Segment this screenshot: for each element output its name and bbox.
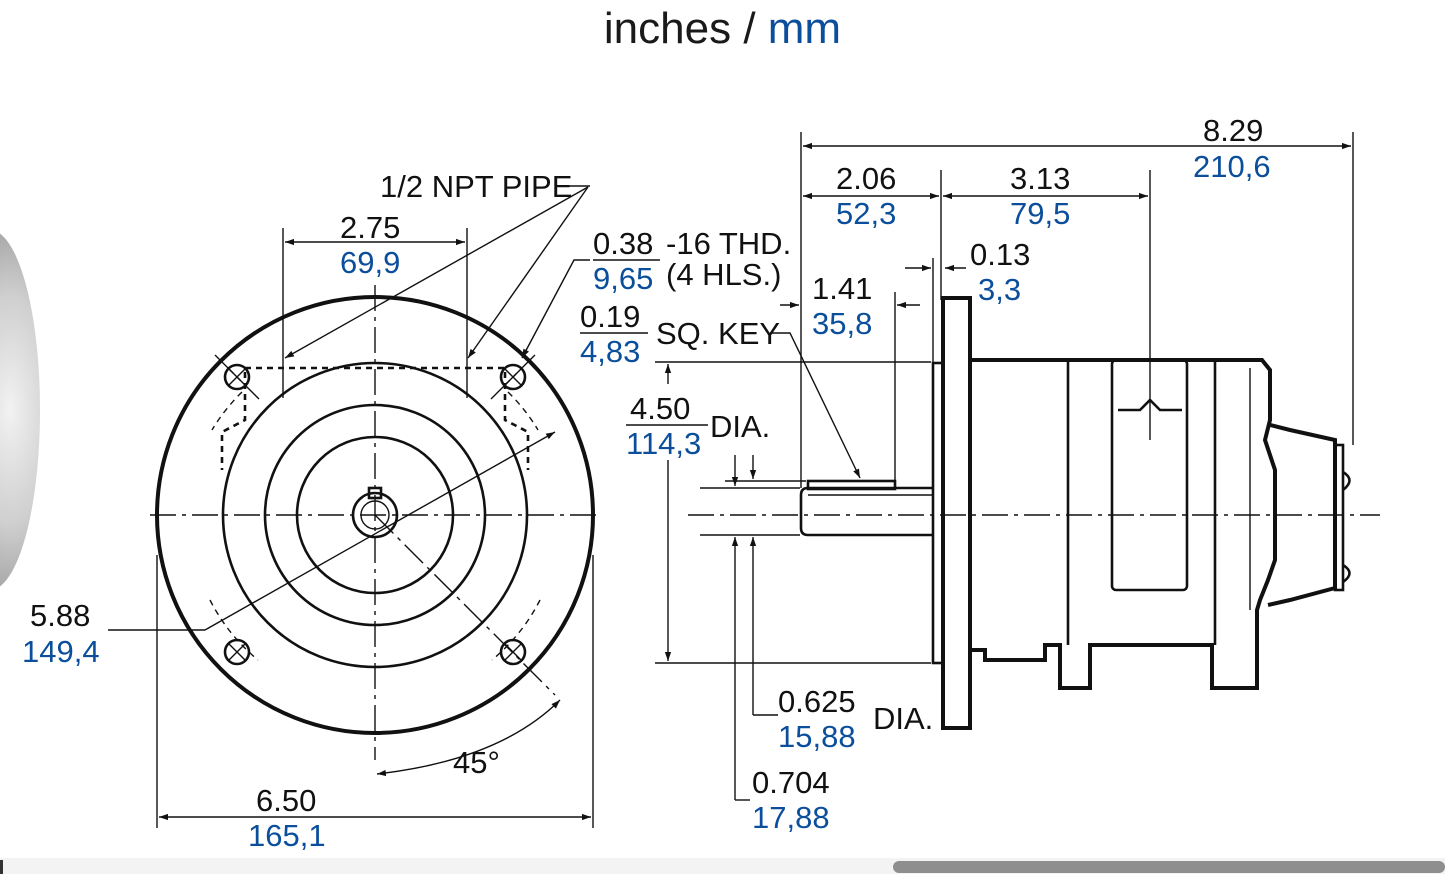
shaft-len-in: 2.06: [836, 161, 896, 196]
holes-label: (4 HLS.): [666, 257, 781, 292]
units-mm: mm: [767, 4, 842, 53]
angle-label: 45°: [453, 745, 500, 780]
units-title: inches / mm: [0, 4, 1445, 54]
key-height-in: 0.704: [752, 765, 830, 800]
side-view: [655, 132, 1380, 801]
pipe-spacing-mm: 69,9: [340, 245, 400, 280]
thread-size-in: 0.38: [593, 226, 653, 261]
units-separator: /: [731, 4, 768, 53]
dimension-labels: 1/2 NPT PIPE 2.75 69,9 0.38 9,65 -16 THD…: [22, 113, 1271, 853]
thread-size-mm: 9,65: [593, 261, 653, 296]
key-size-mm: 4,83: [580, 334, 640, 369]
pipe-label: 1/2 NPT PIPE: [380, 169, 572, 204]
pipe-spacing-in: 2.75: [340, 210, 400, 245]
key-height-mm: 17,88: [752, 800, 830, 835]
bolt-circle-mm: 149,4: [22, 634, 100, 669]
pilot-dia-in: 4.50: [630, 391, 690, 426]
shaft-len-mm: 52,3: [836, 196, 896, 231]
flange-thk-in: 0.13: [970, 237, 1030, 272]
key-len-in: 1.41: [812, 271, 872, 306]
pilot-dia-mm: 114,3: [626, 426, 701, 461]
shaft-dia-label: DIA.: [873, 701, 933, 736]
flange-thk-mm: 3,3: [978, 272, 1021, 307]
bolt-hole: [374, 514, 556, 696]
bolt-hole: [223, 638, 251, 666]
sq-key-label: SQ. KEY: [656, 316, 780, 351]
shaft-dia-mm: 15,88: [778, 719, 856, 754]
body-len-in: 3.13: [1010, 161, 1070, 196]
bolt-hole: [490, 354, 536, 400]
pilot-dia-label: DIA.: [710, 409, 770, 444]
bolt-hole: [214, 354, 260, 400]
units-inches: inches: [603, 4, 732, 53]
left-edge-marker: [0, 860, 3, 874]
front-view: [108, 185, 600, 828]
overall-len-in: 8.29: [1203, 113, 1263, 148]
bolt-circle-in: 5.88: [30, 598, 90, 633]
flange-od-in: 6.50: [256, 783, 316, 818]
key-len-mm: 35,8: [812, 306, 872, 341]
shaft-dia-in: 0.625: [778, 684, 856, 719]
thread-label: -16 THD.: [666, 226, 791, 261]
horizontal-scrollbar-thumb[interactable]: [893, 861, 1445, 873]
overall-len-mm: 210,6: [1193, 149, 1271, 184]
body-len-mm: 79,5: [1010, 196, 1070, 231]
key-size-in: 0.19: [580, 299, 640, 334]
flange-od-mm: 165,1: [248, 818, 326, 853]
